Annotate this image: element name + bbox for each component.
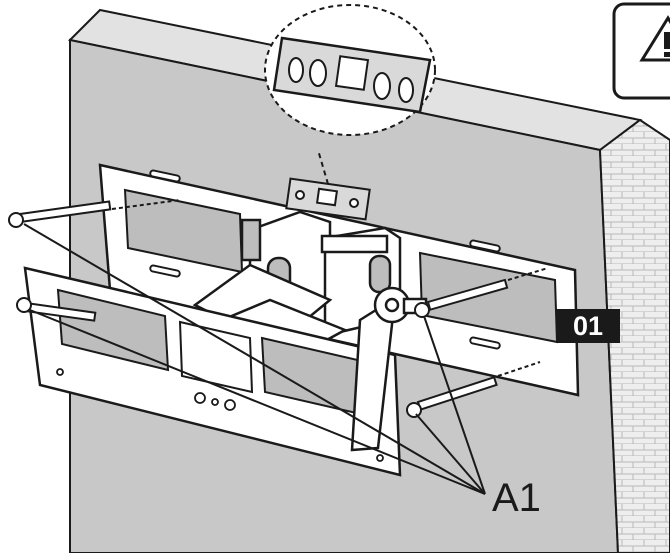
screw-top-left: [8, 199, 181, 228]
level-magnifier: [264, 4, 436, 185]
screw-right-upper: [414, 267, 549, 318]
step-number-badge: 01: [556, 309, 620, 343]
screw-bottom-left: [16, 297, 97, 322]
screws: [8, 199, 549, 418]
screw-part-label: A1: [492, 476, 541, 520]
warning-triangle-icon: [612, 2, 670, 100]
bubble-level-icon: [285, 177, 371, 221]
tv-bracket: [23, 266, 402, 477]
wrench-tool: [350, 286, 428, 452]
callout-lines: [23, 223, 486, 495]
screw-right-lower: [406, 361, 541, 418]
